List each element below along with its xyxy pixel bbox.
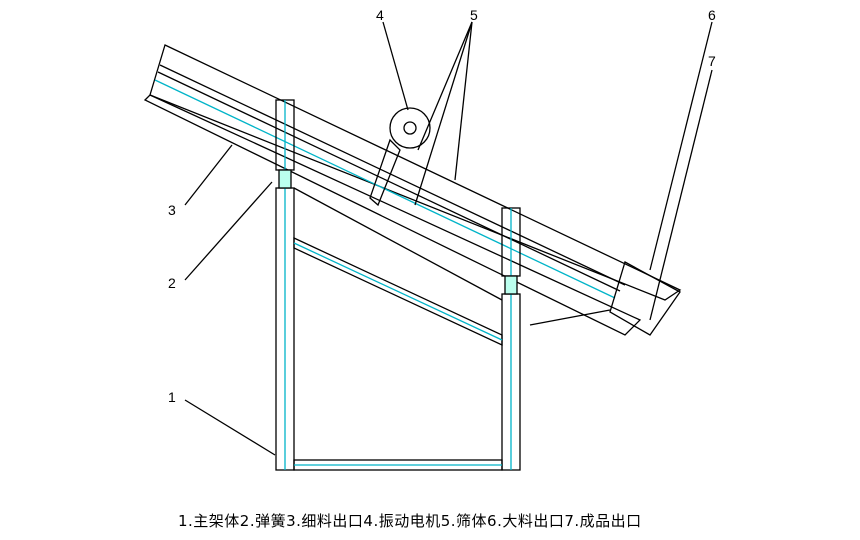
screen-body-lower bbox=[143, 94, 642, 336]
motor-bracket bbox=[369, 138, 401, 207]
screen-deck bbox=[159, 64, 626, 286]
label-5: 5 bbox=[470, 7, 478, 23]
screen-body bbox=[149, 44, 682, 301]
label-7: 7 bbox=[708, 53, 716, 69]
label-6: 6 bbox=[708, 7, 716, 23]
label-4: 4 bbox=[376, 7, 384, 23]
label-2: 2 bbox=[168, 275, 176, 291]
diagonal-brace bbox=[293, 236, 503, 347]
diagram-caption: 1.主架体2.弹簧3.细料出口4.振动电机5.筛体6.大料出口7.成品出口 bbox=[178, 512, 642, 530]
vibration-motor bbox=[389, 107, 431, 149]
product-outlet-line bbox=[529, 309, 611, 326]
label-3: 3 bbox=[168, 202, 176, 218]
left-spring bbox=[278, 169, 292, 189]
label-1: 1 bbox=[168, 389, 176, 405]
outlet-box bbox=[609, 261, 681, 336]
right-spring bbox=[504, 275, 518, 295]
screen-mesh bbox=[157, 71, 621, 292]
